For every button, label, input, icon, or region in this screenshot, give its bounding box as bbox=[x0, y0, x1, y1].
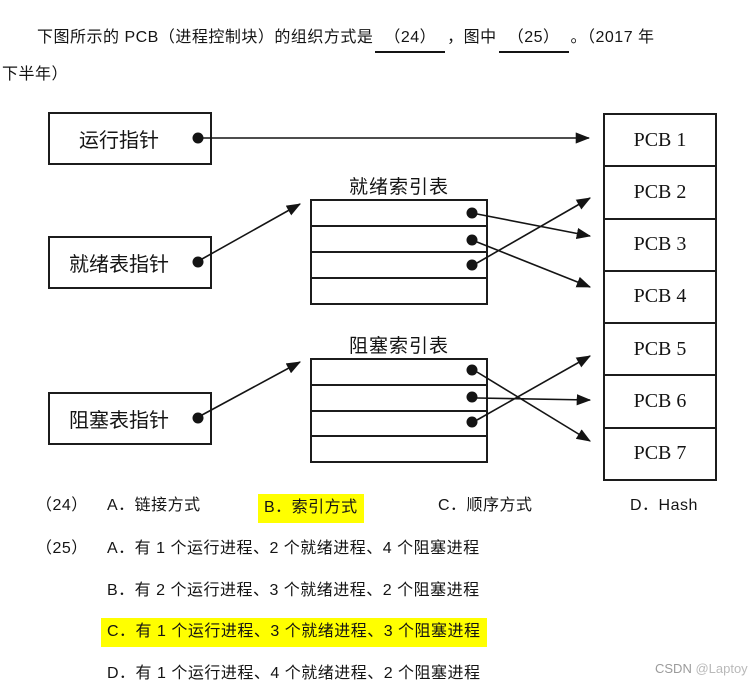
run-pointer-label: 运行指针 bbox=[79, 130, 159, 152]
q24-option-b-highlighted: B．索引方式 bbox=[258, 494, 364, 523]
watermark-user: @Laptoy bbox=[695, 661, 748, 676]
q24-option-c: C．顺序方式 bbox=[438, 497, 533, 514]
blocked-pointer-label: 阻塞表指针 bbox=[69, 410, 169, 432]
question-text-prefix: 下图所示的 PCB（进程控制块）的组织方式是 bbox=[37, 29, 374, 46]
blocked-pointer-box: 阻塞表指针 bbox=[48, 392, 212, 445]
arrow-ready2-to-pcb4 bbox=[476, 241, 592, 288]
blocked-index-row bbox=[312, 437, 486, 461]
blank-24: （24） bbox=[375, 25, 446, 53]
blocked-index-table bbox=[310, 358, 488, 463]
options-row-25a: （25） A．有 1 个运行进程、2 个就绪进程、4 个阻塞进程 bbox=[0, 537, 750, 563]
options-row-25d: D．有 1 个运行进程、4 个就绪进程、2 个阻塞进程 bbox=[0, 662, 750, 687]
question-text-suffix: 。（2017 年 bbox=[570, 29, 655, 46]
q24-number: （24） bbox=[36, 497, 88, 514]
question-text-line1: 下图所示的 PCB（进程控制块）的组织方式是（24），图中（25）。（2017 … bbox=[37, 25, 655, 53]
ready-index-row bbox=[312, 279, 486, 303]
csdn-watermark: CSDN @Laptoy bbox=[655, 661, 748, 676]
pcb-row: PCB 4 bbox=[605, 272, 715, 325]
q25-number: （25） bbox=[36, 540, 88, 557]
pcb-row: PCB 5 bbox=[605, 324, 715, 377]
options-row-25b: B．有 2 个运行进程、3 个就绪进程、2 个阻塞进程 bbox=[0, 579, 750, 605]
pcb-row: PCB 6 bbox=[605, 376, 715, 429]
pcb-row: PCB 1 bbox=[605, 115, 715, 168]
q24-option-a: A．链接方式 bbox=[107, 497, 201, 514]
pcb-row: PCB 7 bbox=[633, 442, 687, 465]
arrow-ready3-to-pcb2 bbox=[476, 197, 591, 264]
ready-index-row bbox=[312, 253, 486, 279]
pcb-row: PCB 2 bbox=[605, 167, 715, 220]
blank-25: （25） bbox=[498, 25, 569, 53]
options-row-24: （24） A．链接方式 B．索引方式 C．顺序方式 D．Hash bbox=[0, 494, 750, 523]
options-row-25c: C．有 1 个运行进程、3 个就绪进程、3 个阻塞进程 bbox=[0, 618, 750, 647]
ready-index-row bbox=[312, 201, 486, 227]
arrow-ready-pointer-to-table bbox=[201, 203, 301, 260]
ready-index-table-title: 就绪索引表 bbox=[348, 177, 449, 198]
watermark-brand: CSDN bbox=[655, 661, 696, 676]
q25-option-b: B．有 2 个运行进程、3 个就绪进程、2 个阻塞进程 bbox=[107, 582, 480, 599]
blocked-index-row bbox=[312, 412, 486, 438]
blocked-index-table-title: 阻塞索引表 bbox=[348, 336, 449, 357]
arrow-ready1-to-pcb3 bbox=[476, 213, 592, 239]
q25-option-a: A．有 1 个运行进程、2 个就绪进程、4 个阻塞进程 bbox=[107, 540, 480, 557]
q25-option-c-highlighted: C．有 1 个运行进程、3 个就绪进程、3 个阻塞进程 bbox=[101, 618, 487, 647]
question-text-line2: 下半年） bbox=[2, 66, 69, 83]
arrow-blocked2-to-pcb6 bbox=[476, 394, 592, 406]
arrow-blocked3-to-pcb5 bbox=[476, 355, 591, 421]
blocked-index-row bbox=[312, 386, 486, 412]
question-text-mid: ，图中 bbox=[447, 29, 497, 46]
arrow-blocked1-to-pcb7 bbox=[476, 371, 591, 442]
blocked-index-row bbox=[312, 360, 486, 386]
arrow-blocked-pointer-to-table bbox=[201, 361, 301, 416]
ready-index-row bbox=[312, 227, 486, 253]
pcb-row: PCB 3 bbox=[605, 220, 715, 272]
q25-option-d: D．有 1 个运行进程、4 个就绪进程、2 个阻塞进程 bbox=[107, 665, 481, 682]
ready-pointer-label: 就绪表指针 bbox=[69, 254, 169, 276]
ready-pointer-box: 就绪表指针 bbox=[48, 236, 212, 289]
ready-index-table bbox=[310, 199, 488, 305]
q24-option-d: D．Hash bbox=[630, 497, 698, 514]
run-pointer-box: 运行指针 bbox=[48, 112, 212, 165]
pcb-table: PCB 1 PCB 2 PCB 3 PCB 4 PCB 5 PCB 6 PCB … bbox=[603, 113, 717, 481]
